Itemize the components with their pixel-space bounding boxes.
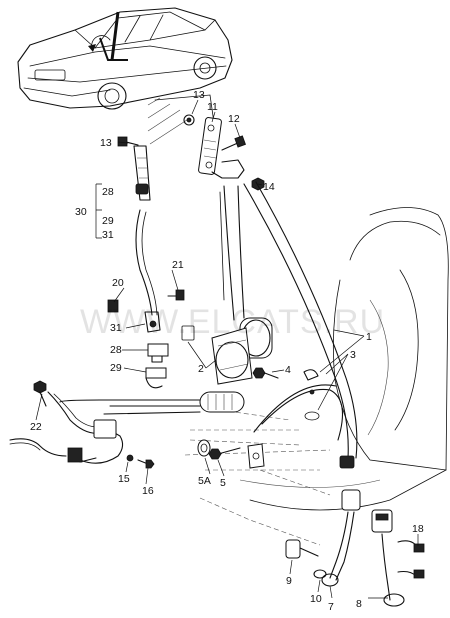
buckle-stalk: [285, 489, 425, 607]
callout-5: 5: [220, 477, 226, 489]
height-adjuster: [183, 114, 265, 191]
wiring-harness: [9, 380, 245, 469]
callout-12: 12: [228, 113, 240, 125]
watermark: WWW.ELCATS.RU: [80, 303, 385, 341]
callout-4: 4: [285, 364, 291, 376]
callout-28-upper: 28: [102, 186, 114, 198]
callout-20: 20: [112, 277, 124, 289]
callout-31-upper: 31: [102, 229, 114, 241]
callout-31-lower: 31: [110, 322, 122, 334]
callout-13-left: 13: [100, 137, 112, 149]
anchor-bolts: [197, 439, 241, 460]
buckle-mount-upper: [107, 289, 195, 341]
callout-22: 22: [30, 421, 42, 433]
callout-18: 18: [412, 523, 424, 535]
callout-13-top: 13: [193, 89, 205, 101]
callout-30: 30: [75, 206, 87, 218]
callout-14: 14: [263, 181, 275, 193]
callout-29-lower: 29: [110, 362, 122, 374]
callout-29-upper: 29: [102, 215, 114, 227]
callout-16: 16: [142, 485, 154, 497]
clip-parts: [145, 343, 169, 389]
seat-outline: [239, 207, 449, 511]
callout-28-lower: 28: [110, 344, 122, 356]
callout-labels: 13 11 12 13 14 28 30 29 31 21 20 31 28 2…: [30, 89, 424, 613]
callout-9: 9: [286, 575, 292, 587]
callout-8: 8: [356, 598, 362, 610]
leader-lines: [35, 99, 419, 599]
callout-1: 1: [366, 331, 372, 343]
callout-10: 10: [310, 593, 322, 605]
callout-5a: 5A: [198, 475, 211, 487]
callout-7: 7: [328, 601, 334, 613]
belt-webbing: [219, 181, 358, 469]
left-adjuster-rail: [117, 136, 158, 316]
callout-2: 2: [198, 363, 204, 375]
callout-3: 3: [350, 349, 356, 361]
callout-11: 11: [207, 101, 218, 113]
car-thumbnail: [17, 7, 233, 110]
callout-15: 15: [118, 473, 130, 485]
belt-retractor: [211, 317, 273, 385]
callout-21: 21: [172, 259, 184, 271]
